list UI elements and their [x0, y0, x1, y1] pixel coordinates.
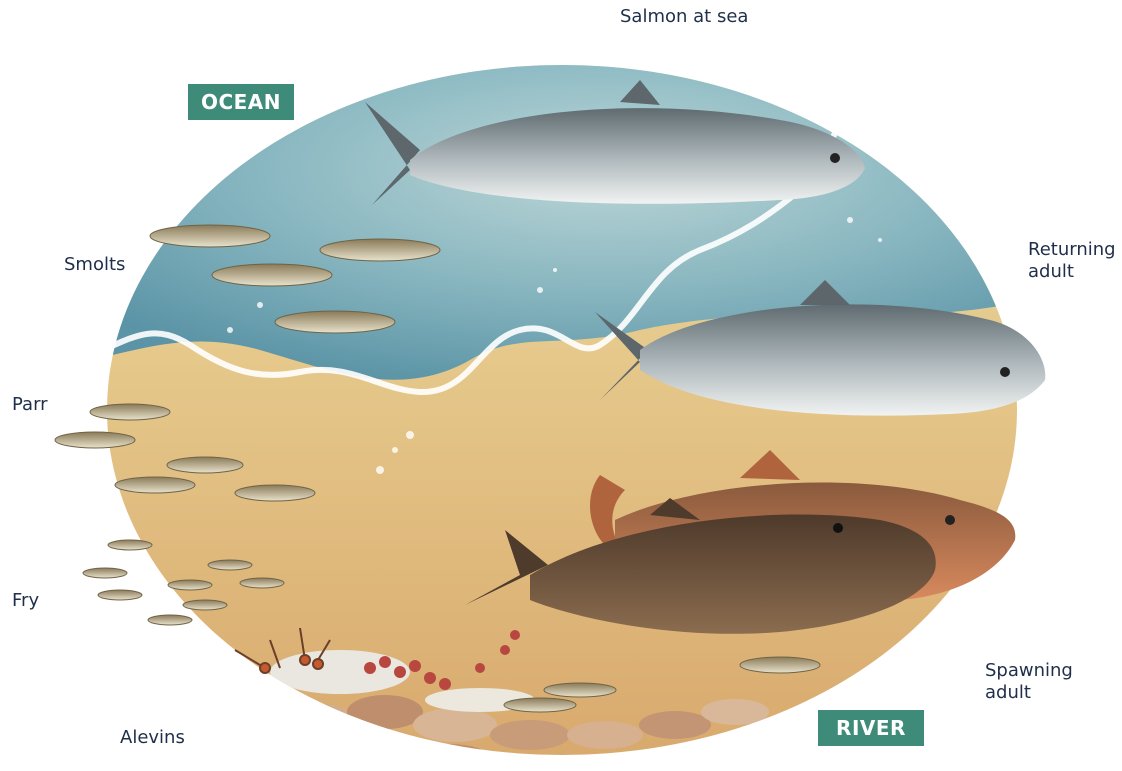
label-returning-adult: Returning adult: [1028, 239, 1116, 282]
label-parr: Parr: [12, 394, 48, 416]
river-badge: RIVER: [818, 710, 924, 746]
label-fry: Fry: [12, 590, 39, 612]
label-salmon-at-sea: Salmon at sea: [620, 6, 748, 28]
ocean-badge: OCEAN: [188, 84, 294, 120]
label-spawning-adult: Spawning adult: [985, 660, 1073, 703]
label-alevins: Alevins: [120, 727, 185, 749]
label-smolts: Smolts: [64, 254, 125, 276]
